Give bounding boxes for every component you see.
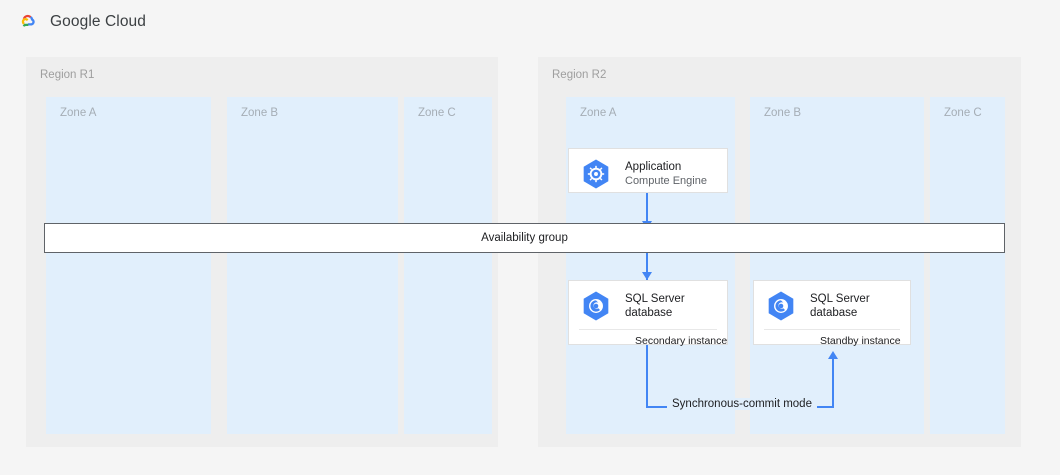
region-r1-zone-a: Zone A: [46, 97, 211, 434]
region-r2-zone-a-label: Zone A: [580, 107, 617, 119]
compute-engine-icon: [583, 159, 609, 189]
card-sql-server-standby-text: SQL Server database: [810, 292, 870, 320]
connector-app-to-ag: [646, 192, 648, 223]
availability-group-bar: Availability group: [44, 223, 1005, 253]
card-sql-server-standby-body: SQL Server database: [754, 281, 910, 329]
card-sql-server-standby[interactable]: SQL Server database Standby instance: [753, 280, 911, 347]
app-header: Google Cloud: [0, 0, 1060, 44]
connector-sync-arrow-icon: [828, 351, 838, 359]
card-sql-server-secondary-body: SQL Server database: [569, 281, 727, 329]
card-application-subtitle: Compute Engine: [625, 175, 707, 187]
region-r1-zone-c: Zone C: [404, 97, 492, 434]
availability-group-label: Availability group: [481, 232, 568, 244]
connector-sync-left-segment: [646, 345, 648, 408]
card-application-compute-engine[interactable]: Application Compute Engine: [568, 148, 728, 193]
region-r2-zone-b: Zone B: [750, 97, 924, 434]
region-r1-label: Region R1: [40, 69, 95, 81]
connector-sync-right-segment: [832, 356, 834, 408]
card-application-body: Application Compute Engine: [569, 149, 727, 197]
connector-ag-to-secondary-arrow-icon: [642, 272, 652, 280]
card-sql-server-secondary-title: SQL Server database: [625, 293, 685, 319]
google-cloud-logo-icon: [21, 14, 35, 27]
edge-label-synchronous-commit-mode: Synchronous-commit mode: [667, 398, 817, 410]
card-sql-server-secondary-text: SQL Server database: [625, 292, 685, 320]
sql-server-database-icon: [768, 291, 794, 321]
region-r1-zone-b-label: Zone B: [241, 107, 279, 119]
card-application-text: Application Compute Engine: [625, 160, 707, 188]
card-sql-server-secondary[interactable]: SQL Server database Secondary instance: [568, 280, 728, 347]
connector-ag-to-secondary: [646, 252, 648, 280]
region-r1-zone-b: Zone B: [227, 97, 398, 434]
card-sql-server-secondary-footer: Secondary instance: [579, 329, 727, 353]
card-application-title: Application: [625, 161, 682, 173]
card-sql-server-standby-title: SQL Server database: [810, 293, 870, 319]
region-r2-zone-b-label: Zone B: [764, 107, 802, 119]
region-r2-zone-c-label: Zone C: [944, 107, 982, 119]
architecture-diagram: Region R1 Zone A Zone B Zone C Region R2…: [0, 44, 1060, 475]
region-r1-zone-c-label: Zone C: [418, 107, 456, 119]
card-sql-server-standby-footer: Standby instance: [764, 329, 901, 353]
region-r1-zone-a-label: Zone A: [60, 107, 97, 119]
brand-text: Google Cloud: [50, 13, 146, 30]
region-r2-label: Region R2: [552, 69, 607, 81]
region-r2-zone-c: Zone C: [930, 97, 1005, 434]
sql-server-database-icon: [583, 291, 609, 321]
